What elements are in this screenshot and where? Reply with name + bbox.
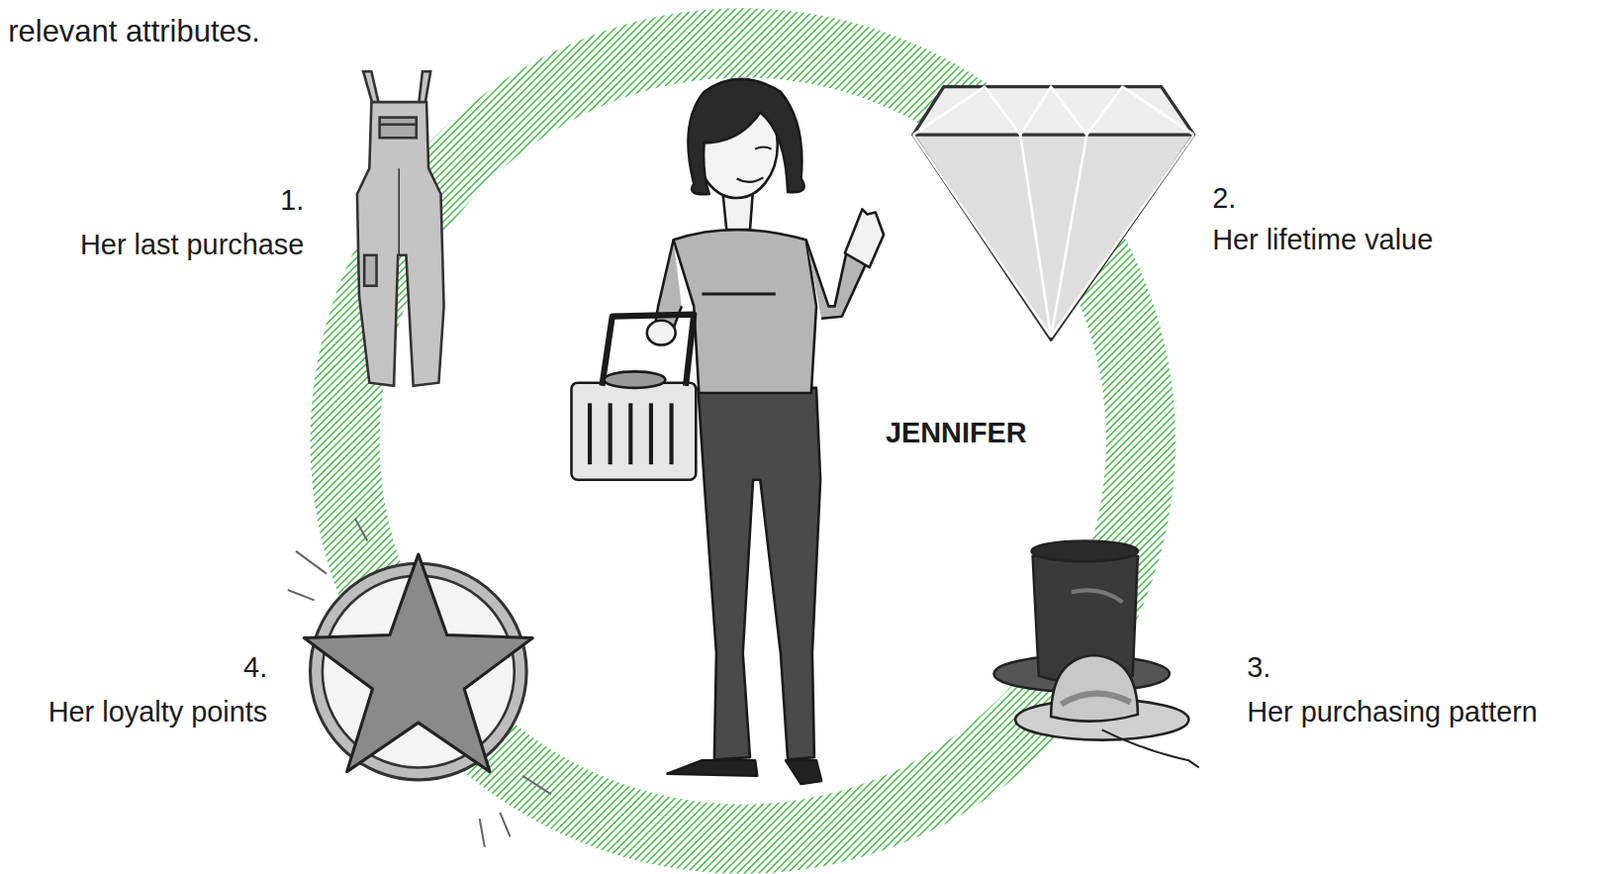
callout-number: 1. [280, 185, 304, 217]
hats-icon [993, 541, 1199, 768]
overalls-icon [357, 71, 445, 386]
attribute-label: Her last purchase [80, 230, 304, 263]
person-name: JENNIFER [885, 417, 1028, 450]
diamond-icon [913, 87, 1195, 341]
woman-figure [571, 79, 885, 784]
callout-number: 2. [1212, 183, 1236, 215]
callout-number: 4. [243, 653, 268, 685]
callout-number: 3. [1246, 653, 1271, 685]
caption-fragment: relevant attributes. [7, 13, 261, 48]
attribute-label: Her purchasing pattern [1246, 696, 1538, 729]
attribute-label: Her lifetime value [1212, 224, 1433, 257]
star-badge-icon [287, 518, 552, 848]
attribute-label: Her loyalty points [48, 696, 268, 729]
